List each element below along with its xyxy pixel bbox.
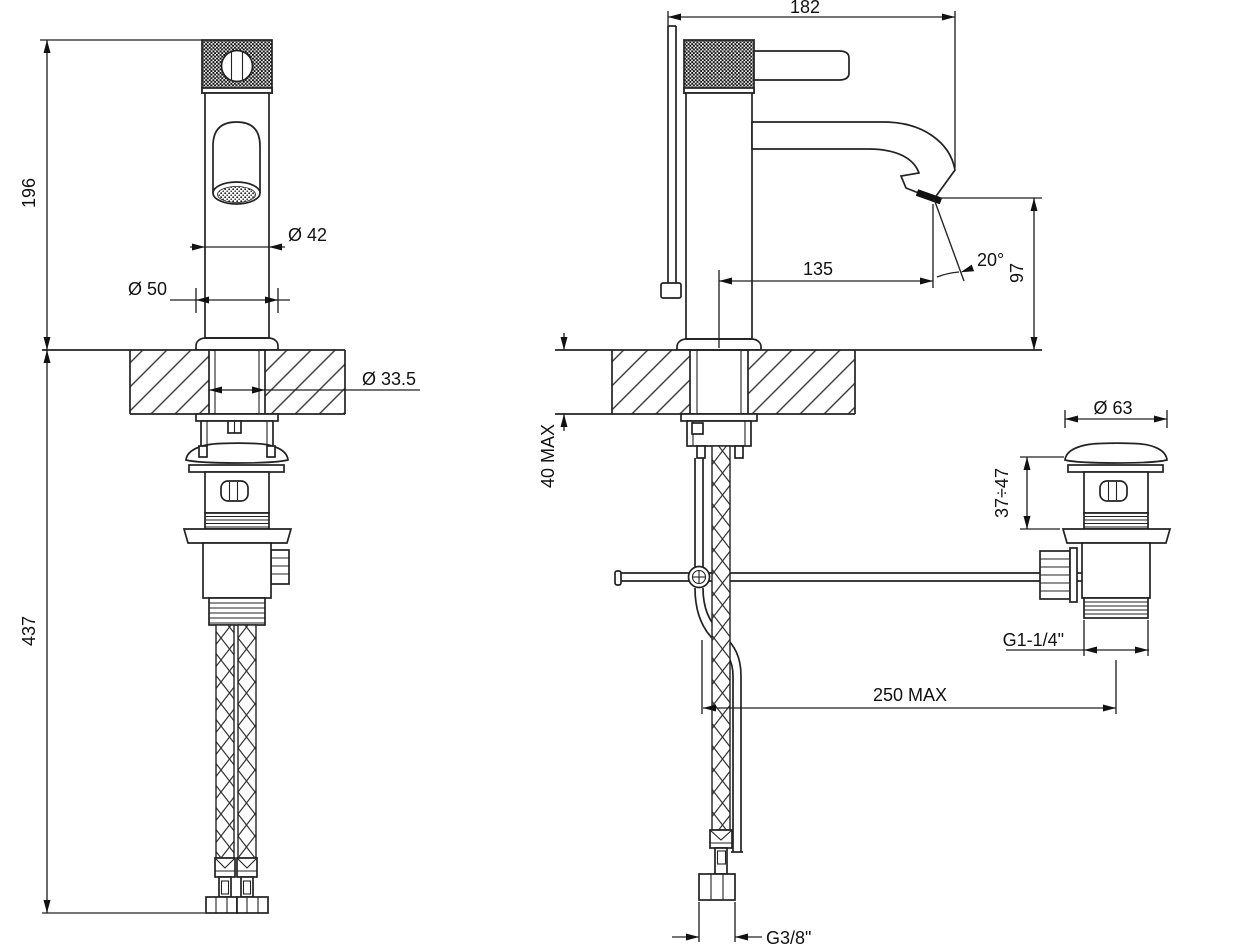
dim-hose-thread: G3/8" [766, 928, 811, 947]
dimensions: 196 437 Ø 42 Ø 50 Ø 33.5 182 [19, 0, 1168, 947]
dim-waste-cap: Ø 63 [1093, 398, 1132, 418]
dim-spout-height: 97 [1007, 263, 1027, 283]
side-view [555, 25, 1082, 901]
waste-assembly [1039, 442, 1172, 619]
dim-height-body: 196 [19, 178, 39, 208]
dim-deck-max: 40 MAX [538, 424, 558, 488]
dim-dia-body: Ø 42 [288, 225, 327, 245]
dim-drain-thread: G1-1/4" [1003, 630, 1064, 650]
dim-height-total: 437 [19, 616, 39, 646]
dim-waste-range: 37÷47 [992, 468, 1012, 518]
front-view [42, 39, 346, 914]
dim-spout-angle: 20° [977, 250, 1004, 270]
dim-dia-base: Ø 50 [128, 279, 167, 299]
dim-depth-total: 182 [790, 0, 820, 17]
dim-drain-reach: 250 MAX [873, 685, 947, 705]
dim-spout-reach: 135 [803, 259, 833, 279]
dim-dia-hole: Ø 33.5 [362, 369, 416, 389]
